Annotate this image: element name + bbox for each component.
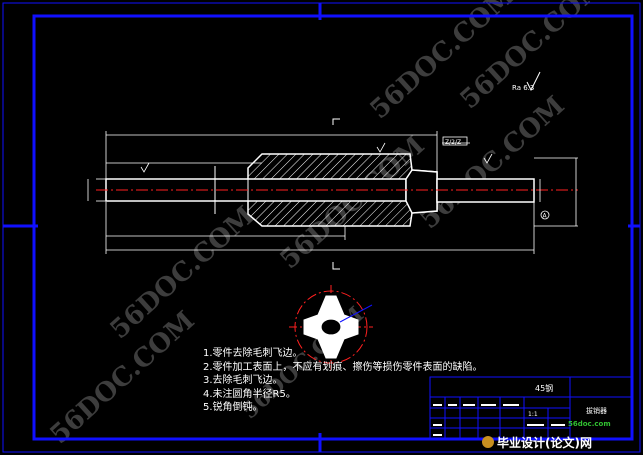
tapered-collar	[405, 169, 438, 214]
center-bore	[320, 318, 342, 336]
note-5: 5.锐角倒钝。	[203, 402, 263, 414]
title-block-fine-print	[433, 404, 565, 436]
cross-section-view	[289, 285, 373, 370]
material-label: 45钢	[535, 383, 553, 393]
note-3: 3.去除毛刺飞边。	[203, 375, 283, 387]
logo-text: 毕业设计(论文)网	[497, 435, 592, 450]
main-part-view: Z/2/Z A	[87, 131, 578, 254]
logo-icon	[482, 436, 494, 448]
part-name-label: 拔销器	[586, 406, 607, 415]
surface-finish-symbol: Ra 6.3	[512, 71, 541, 92]
scale-label: 1:1	[528, 411, 538, 418]
surface-finish-note: Ra 6.3	[512, 84, 534, 92]
site-logo: 毕业设计(论文)网 56doc.com	[482, 420, 611, 450]
note-2: 2.零件加工表面上，不应有划痕、擦伤等损伤零件表面的缺陷。	[203, 361, 483, 373]
balloon-marker	[540, 210, 550, 220]
section-marker-label: A	[543, 213, 548, 220]
leader-line	[339, 304, 373, 323]
watermark-text-4: 56DOC.COM	[415, 91, 571, 236]
note-4: 4.未注圆角半径R5。	[203, 388, 296, 400]
logo-site: 56doc.com	[568, 420, 611, 428]
note-1: 1.零件去除毛刺飞边。	[203, 348, 303, 359]
section-view-marker	[332, 118, 340, 270]
title-block	[429, 376, 633, 440]
dimension-label: Z/2/Z	[445, 139, 461, 146]
dimension-lines	[87, 131, 578, 254]
technical-notes: 1.零件去除毛刺飞边。 2.零件加工表面上，不应有划痕、擦伤等损伤零件表面的缺陷…	[203, 347, 483, 415]
datum-box	[442, 136, 468, 146]
